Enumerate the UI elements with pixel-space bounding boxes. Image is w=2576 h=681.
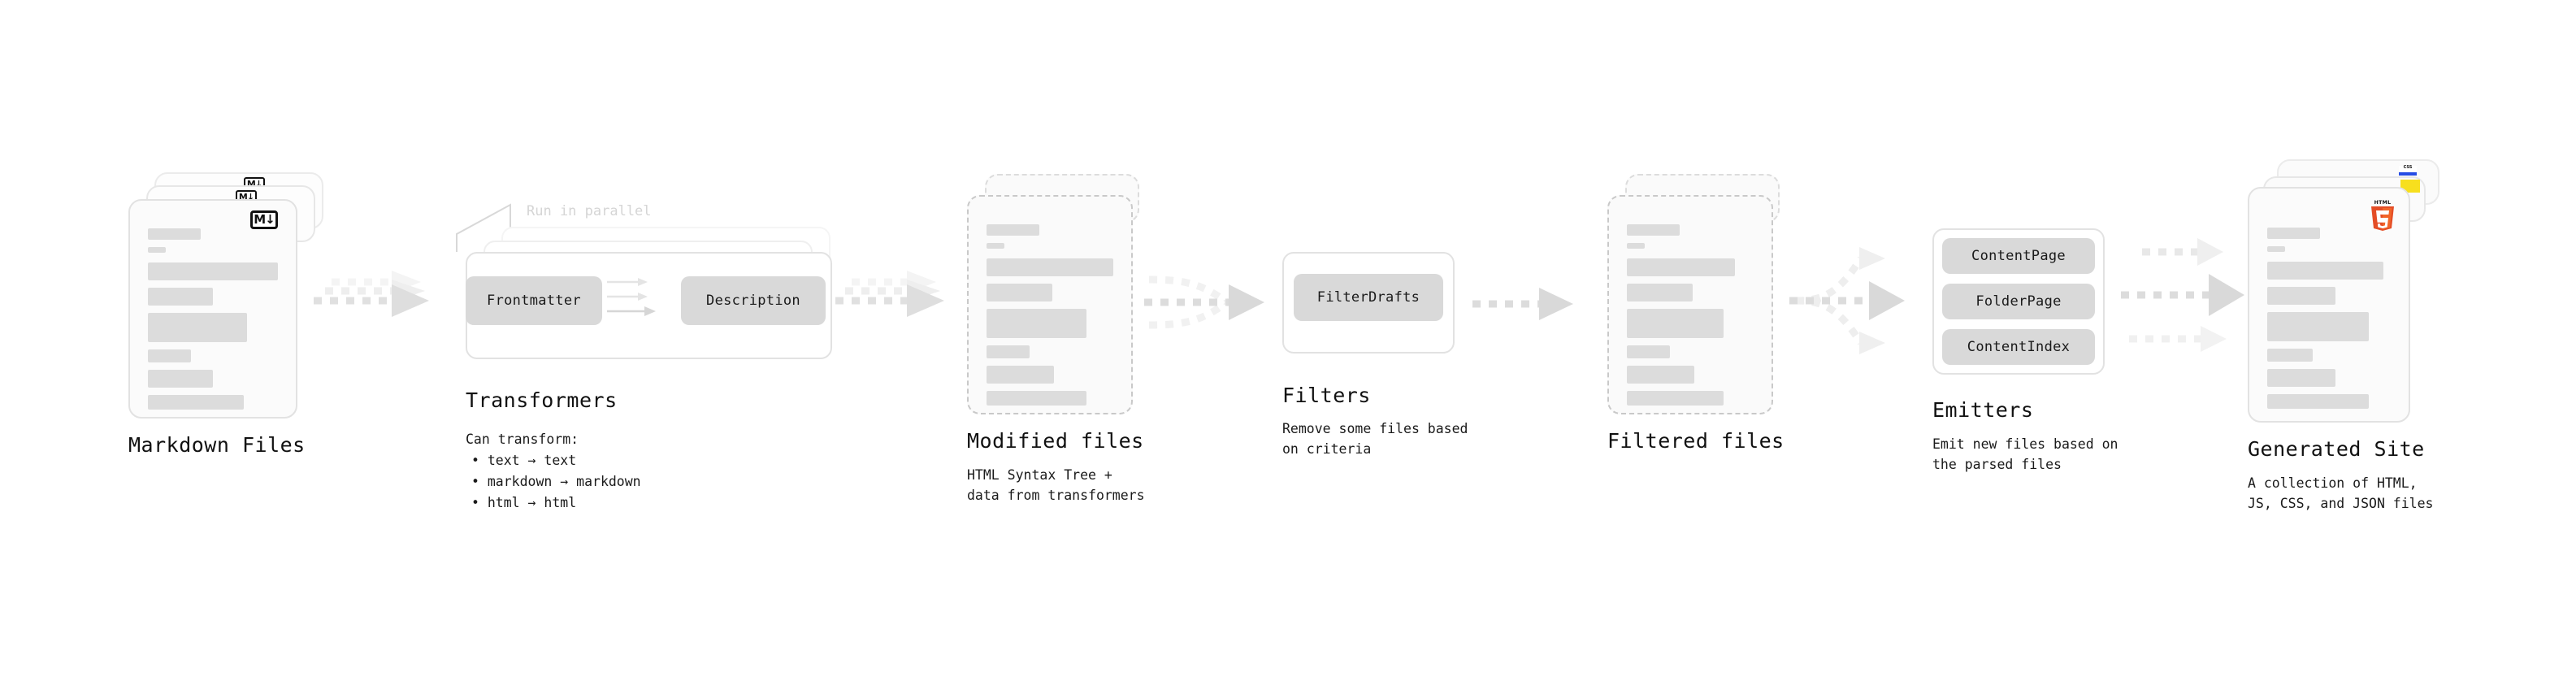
filters-chip-filterdrafts[interactable]: FilterDrafts bbox=[1294, 274, 1443, 321]
site-card-html: HTML bbox=[2248, 187, 2410, 423]
emitters-desc: Emit new files based on the parsed files bbox=[1932, 436, 2118, 472]
markdown-card-front: M↓ bbox=[128, 199, 297, 419]
modified-files-title: Modified files bbox=[967, 429, 1144, 453]
modified-card-front bbox=[967, 195, 1133, 414]
modified-skeleton bbox=[987, 224, 1113, 413]
arrow-transformers-to-modified bbox=[835, 271, 944, 317]
arrow-modified-to-filters bbox=[1144, 275, 1264, 329]
transformers-bullet-1: • markdown → markdown bbox=[471, 474, 641, 489]
generated-site-title: Generated Site bbox=[2248, 437, 2425, 461]
html5-icon: HTML bbox=[2371, 200, 2394, 231]
transformers-title: Transformers bbox=[466, 388, 618, 412]
css-icon-bar bbox=[2399, 172, 2417, 176]
transformer-inner-arrows bbox=[607, 278, 656, 316]
filtered-card-front bbox=[1607, 195, 1773, 414]
emitters-chip-folderpage[interactable]: FolderPage bbox=[1942, 284, 2095, 319]
markdown-files-title: Markdown Files bbox=[128, 433, 306, 457]
filters-title: Filters bbox=[1282, 384, 1371, 407]
arrow-markdown-to-transformers bbox=[314, 271, 429, 317]
filtered-skeleton bbox=[1627, 224, 1754, 413]
modified-files-desc: HTML Syntax Tree + data from transformer… bbox=[967, 467, 1145, 503]
css-icon-text: CSS bbox=[2403, 165, 2413, 170]
transformer-chip-frontmatter[interactable]: Frontmatter bbox=[466, 276, 602, 325]
emitters-chip-contentindex[interactable]: ContentIndex bbox=[1942, 329, 2095, 365]
svg-text:HTML: HTML bbox=[2374, 200, 2392, 206]
transformers-bullets: • text → text • markdown → markdown • ht… bbox=[471, 450, 641, 514]
arrow-filters-to-filtered bbox=[1472, 288, 1573, 320]
emitters-chip-contentpage[interactable]: ContentPage bbox=[1942, 238, 2095, 274]
generated-site-desc: A collection of HTML, JS, CSS, and JSON … bbox=[2248, 475, 2434, 511]
markdown-skeleton bbox=[148, 228, 278, 417]
site-skeleton bbox=[2267, 228, 2391, 416]
transformers-desc-head: Can transform: bbox=[466, 432, 579, 447]
transformers-bullet-0: • text → text bbox=[471, 453, 577, 468]
transformer-chip-description[interactable]: Description bbox=[681, 276, 826, 325]
css-icon: CSS bbox=[2399, 165, 2417, 176]
transformers-bullet-2: • html → html bbox=[471, 495, 577, 510]
arrow-filtered-to-emitters bbox=[1789, 247, 1905, 354]
run-in-parallel-leader bbox=[456, 203, 511, 252]
emitters-title: Emitters bbox=[1932, 398, 2034, 422]
filtered-files-title: Filtered files bbox=[1607, 429, 1785, 453]
arrow-emitters-to-site bbox=[2121, 238, 2244, 352]
filters-desc: Remove some files based on criteria bbox=[1282, 421, 1468, 457]
run-in-parallel-label: Run in parallel bbox=[527, 203, 652, 219]
markdown-icon: M↓ bbox=[250, 210, 278, 229]
